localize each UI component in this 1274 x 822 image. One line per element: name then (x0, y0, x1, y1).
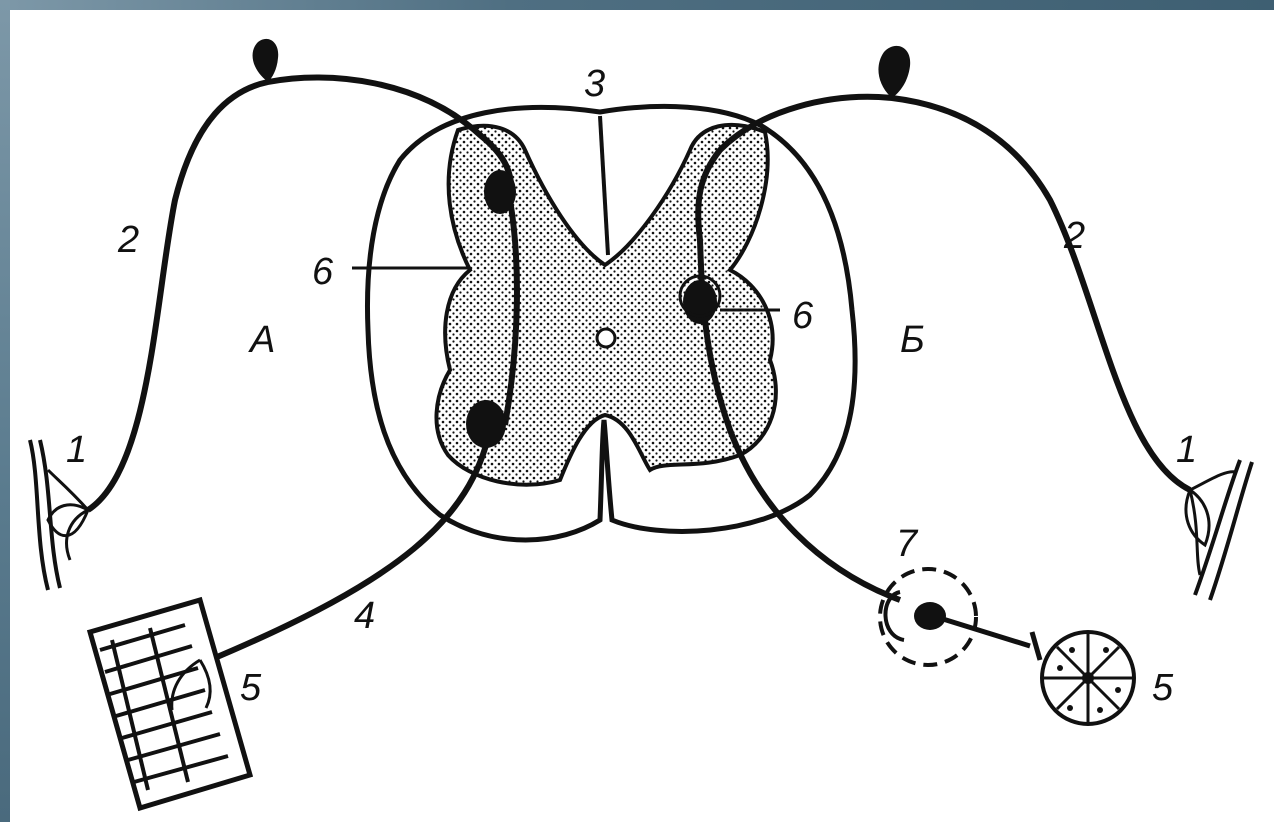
gland-effector (1042, 632, 1134, 724)
label-afferent-right: 2 (1063, 215, 1085, 257)
sensory-neuron-body-left (253, 39, 279, 82)
label-receptor-right: 1 (1176, 429, 1197, 471)
gland-synapse (1032, 632, 1040, 660)
motor-neuron-body-left (466, 400, 506, 448)
sensory-neuron-body-right (878, 46, 910, 98)
label-effector-gland: 5 (1152, 667, 1174, 709)
central-canal (597, 329, 615, 347)
label-effector-muscle: 5 (240, 667, 262, 709)
label-dorsal-fissure: 3 (584, 63, 605, 105)
receptor-right (1186, 460, 1252, 600)
label-interneuron-right: 6 (792, 295, 814, 337)
ganglion-neuron-body (914, 602, 946, 630)
interneuron-body-dorsal-left (484, 170, 516, 214)
muscle-effector (90, 600, 250, 808)
label-efferent-fiber: 4 (354, 595, 375, 637)
label-receptor-left: 1 (66, 429, 87, 471)
label-afferent-left: 2 (117, 219, 139, 261)
label-interneuron-left: 6 (312, 251, 334, 293)
label-arc-b: Б (900, 319, 925, 361)
label-autonomic-ganglion: 7 (896, 523, 919, 565)
label-arc-a: А (248, 319, 275, 361)
